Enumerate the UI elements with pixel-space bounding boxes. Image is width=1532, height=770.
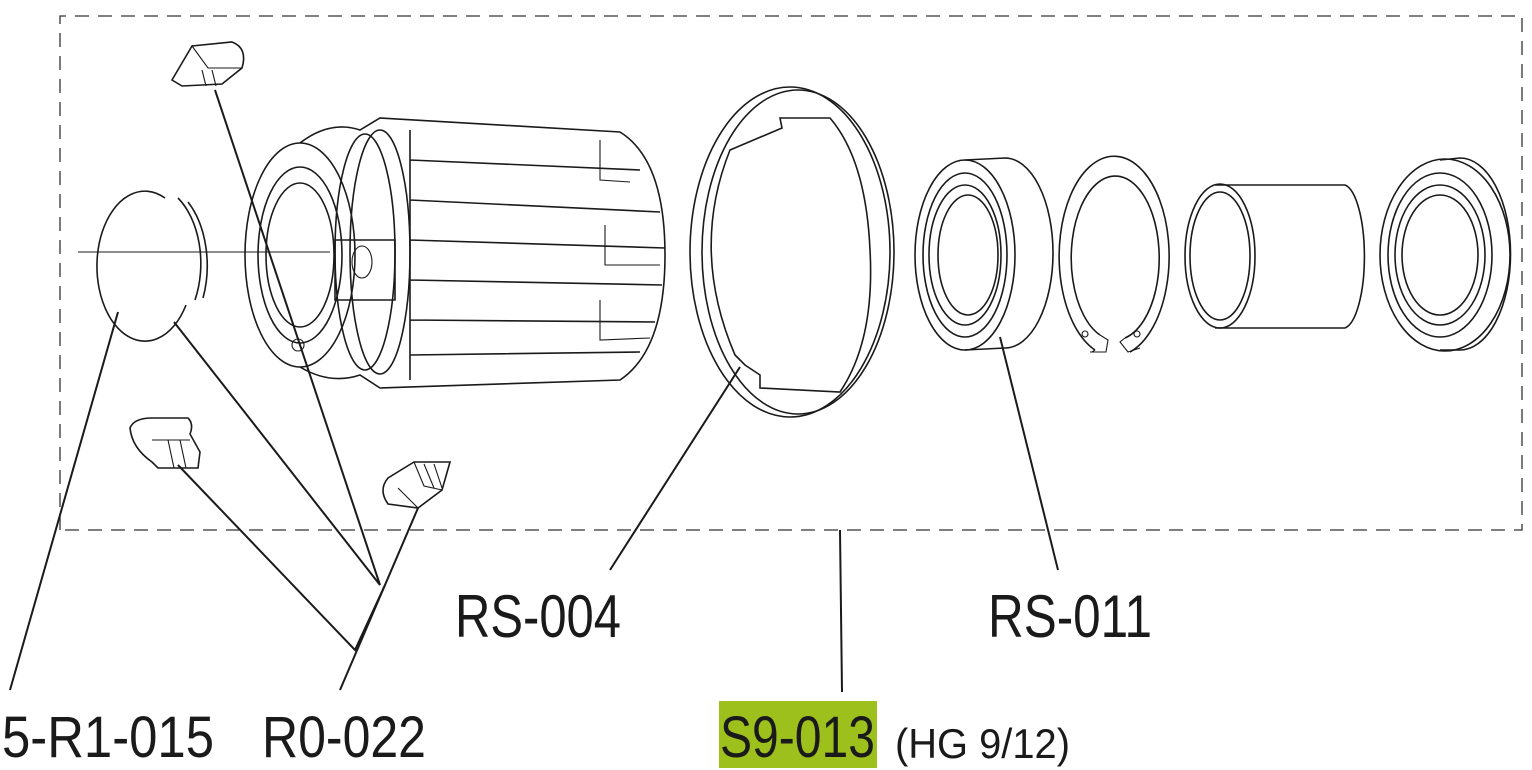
pawl-part-2 — [129, 417, 201, 469]
freehub-body-part — [244, 117, 666, 389]
label-freehub-spec: (HG 9/12) — [895, 720, 1070, 767]
label-bearing: RS-011 — [988, 583, 1152, 650]
leader-lines — [9, 89, 1059, 693]
bearing-part-1 — [914, 157, 1054, 351]
snap-ring-part — [96, 190, 208, 342]
spacer-part — [689, 86, 895, 418]
pawl-part-3 — [382, 461, 452, 509]
pawl-part-1 — [170, 41, 245, 87]
assembly-boundary — [59, 15, 1523, 531]
bearing-part-2 — [1379, 157, 1512, 352]
label-spacer: RS-004 — [455, 583, 621, 650]
circlip-part — [1058, 155, 1170, 353]
label-pawl: R0-022 — [262, 705, 426, 770]
label-snap-ring: 5-R1-015 — [2, 705, 214, 770]
highlight-freehub-body — [719, 701, 877, 768]
label-freehub-body: S9-013 — [720, 705, 875, 770]
sleeve-part — [1184, 183, 1366, 329]
